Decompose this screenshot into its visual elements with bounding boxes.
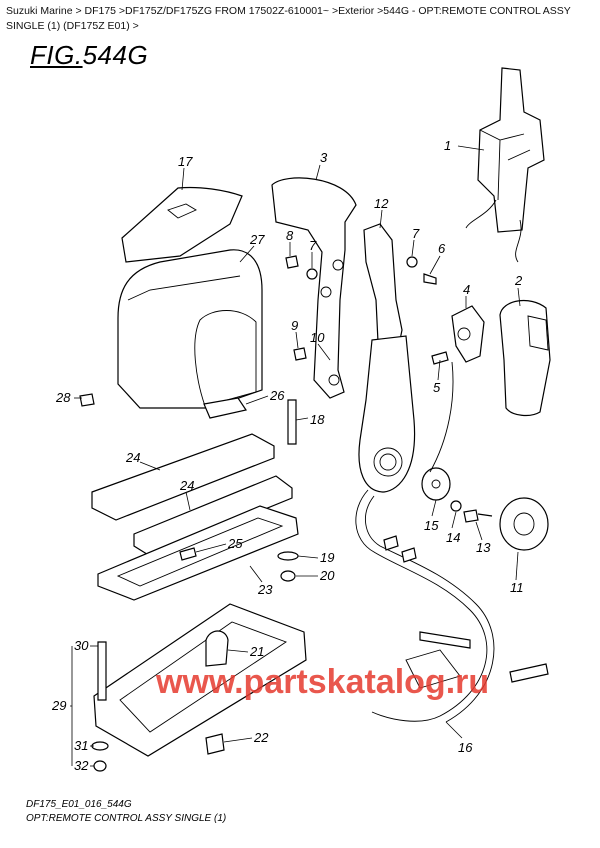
figure-title: FIG.544G [30, 40, 148, 71]
part-21-bracket [205, 630, 229, 667]
figure-number: 544G [82, 40, 149, 70]
callout-30: 30 [74, 638, 89, 653]
callout-11: 11 [510, 580, 524, 595]
part-26-plate [203, 397, 247, 419]
callout-23: 23 [257, 582, 273, 597]
part-11-cap [499, 497, 549, 551]
part-23-gasket [97, 505, 299, 601]
callout-1: 1 [444, 138, 451, 153]
part-12-control-arm [358, 223, 416, 493]
callout-26: 26 [269, 388, 285, 403]
figure-prefix: FIG. [30, 40, 83, 70]
part-15-disc [421, 467, 451, 501]
part-17-top-cover [121, 186, 243, 263]
callout-6: 6 [438, 241, 446, 256]
callout-14: 14 [446, 530, 460, 545]
callout-5: 5 [433, 380, 441, 395]
callout-19: 19 [320, 550, 334, 565]
callout-7-left: 7 [309, 238, 317, 253]
part-13-screw [463, 509, 493, 523]
part-24-bracket [91, 433, 293, 557]
part-29-base-frame [93, 603, 307, 757]
part-27-housing [117, 249, 263, 409]
part-16-harness [355, 361, 549, 723]
diagram-caption: OPT:REMOTE CONTROL ASSY SINGLE (1) [26, 813, 227, 824]
callout-21: 21 [249, 644, 264, 659]
callout-32: 32 [74, 758, 89, 773]
part-14-washer [450, 500, 462, 512]
part-4-switch [451, 305, 485, 363]
callout-12: 12 [374, 196, 389, 211]
callout-3: 3 [320, 150, 328, 165]
part-1-remote-control [465, 67, 545, 263]
callout-28: 28 [55, 390, 71, 405]
part-3-lever-arm [271, 177, 357, 399]
callout-25: 25 [227, 536, 243, 551]
callout-20: 20 [319, 568, 335, 583]
callout-24-top: 24 [125, 450, 140, 465]
callout-17: 17 [178, 154, 193, 169]
callout-13: 13 [476, 540, 491, 555]
part-2-grip [499, 300, 551, 417]
callout-7-right: 7 [412, 226, 420, 241]
callout-8: 8 [286, 228, 294, 243]
callout-18: 18 [310, 412, 325, 427]
fasteners [79, 255, 449, 772]
breadcrumb[interactable]: Suzuki Marine > DF175 >DF175Z/DF175ZG FR… [6, 5, 571, 32]
callout-22: 22 [253, 730, 269, 745]
callout-9: 9 [291, 318, 298, 333]
callout-15: 15 [424, 518, 439, 533]
leader-lines [70, 145, 521, 767]
part-22-clip [205, 733, 225, 755]
callout-24-bottom: 24 [179, 478, 194, 493]
callout-31: 31 [74, 738, 88, 753]
callout-2: 2 [514, 273, 523, 288]
callout-16: 16 [458, 740, 473, 755]
callout-29: 29 [51, 698, 66, 713]
diagram-code: DF175_E01_016_544G [26, 799, 132, 810]
callout-10: 10 [310, 330, 325, 345]
watermark: www.partskatalog.ru [155, 663, 489, 701]
callout-27: 27 [249, 232, 265, 247]
callout-4: 4 [463, 282, 470, 297]
